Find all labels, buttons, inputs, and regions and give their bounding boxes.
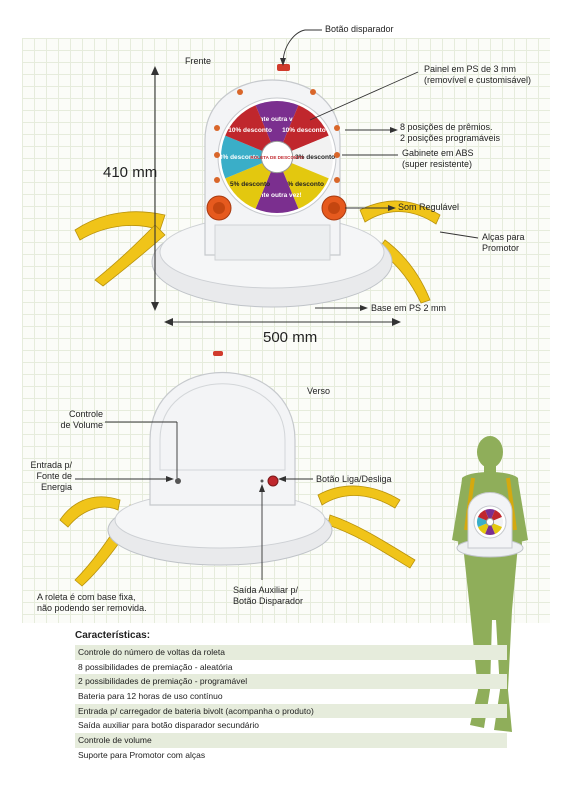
feature-row: Controle de volume [75, 733, 507, 748]
wheel-segment [255, 101, 299, 157]
wheel-segment [255, 157, 299, 213]
width-label: 500 mm [263, 329, 318, 346]
wheel-segment [277, 135, 333, 179]
power-button-icon [267, 475, 279, 487]
height-label: 410 mm [103, 164, 158, 181]
trigger-button [277, 64, 290, 71]
wheel-center-label: ROLETA DE DESCONTO [250, 155, 304, 160]
wheel-segment-label: Tente outra vez! [252, 192, 301, 199]
wheel-segment [225, 105, 277, 157]
feature-row: Controle do número de voltas da roleta [75, 645, 507, 660]
callout-power-input: Entrada p/ Fonte de Energia [30, 460, 72, 492]
callout-straps: Alças para Promotor [482, 232, 525, 253]
features-title: Características: [75, 630, 151, 641]
callout-power-button: Botão Liga/Desliga [316, 474, 392, 484]
wheel-segment [485, 509, 495, 522]
strap-left-back [59, 496, 121, 528]
wheel-segment [221, 135, 277, 179]
strap-right-front [359, 200, 441, 225]
wheel-segment-label: 3% desconto [219, 154, 259, 161]
wheel-segment [490, 517, 503, 527]
wheel-segment [225, 157, 277, 209]
features-section: Características: Controle do número de v… [75, 630, 507, 763]
wheel-segment-label: 3% desconto [295, 154, 335, 161]
wheel-segment [277, 105, 329, 157]
callout-sound: Som Regulável [398, 202, 460, 212]
front-heading: Frente [185, 56, 212, 66]
callout-trigger: Botão disparador [325, 24, 394, 34]
wheel-segment [490, 509, 503, 522]
callout-volume: Controle de Volume [60, 409, 103, 430]
strap-right-back [317, 485, 401, 509]
callout-base: Base em PS 2 mm [371, 303, 447, 313]
feature-row: 2 possibilidades de premiação - programá… [75, 674, 507, 690]
feature-row: Suporte para Promotor com alças [78, 749, 206, 760]
wheel-segment [277, 157, 329, 209]
callout-cabinet: Gabinete em ABS (super resistente) [402, 148, 474, 169]
feature-row: Entrada p/ carregador de bateria bivolt … [75, 703, 507, 719]
wheel-segment [477, 522, 490, 535]
wheel-segment-label: Tente outra vez! [252, 116, 301, 123]
fixed-base-note: A roleta é com base fixa, não podendo se… [37, 592, 147, 613]
strap-left-front [74, 211, 166, 241]
wheel-segment [490, 522, 503, 535]
wheel-segment [477, 517, 490, 527]
prize-wheel: Tente outra vez! 10% desconto 3% desconto 5… [217, 97, 337, 217]
back-heading: Verso [307, 386, 331, 396]
callout-panel: Painel em PS de 3 mm (removível e custom… [424, 64, 532, 85]
feature-row: Bateria para 12 horas de uso contínuo [78, 691, 223, 702]
wheel-segment-label: 10% desconto [282, 127, 326, 134]
wheel-segment-label: 10% desconto [228, 127, 272, 134]
power-input-icon [175, 478, 181, 484]
callout-aux-out: Saída Auxiliar p/ Botão Disparador [233, 585, 304, 606]
wheel-segment [477, 509, 490, 522]
wheel-segment [485, 522, 495, 535]
callout-prizes: 8 posições de prêmios. 2 posições progra… [400, 122, 501, 143]
wheel-segment-label: 5% desconto [230, 181, 270, 188]
feature-row: Saída auxiliar para botão disparador sec… [78, 720, 259, 731]
wheel-segment-label: 5% desconto [284, 181, 324, 188]
back-cabinet [149, 372, 296, 506]
feature-row: 8 possibilidades de premiação - aleatóri… [78, 661, 233, 672]
